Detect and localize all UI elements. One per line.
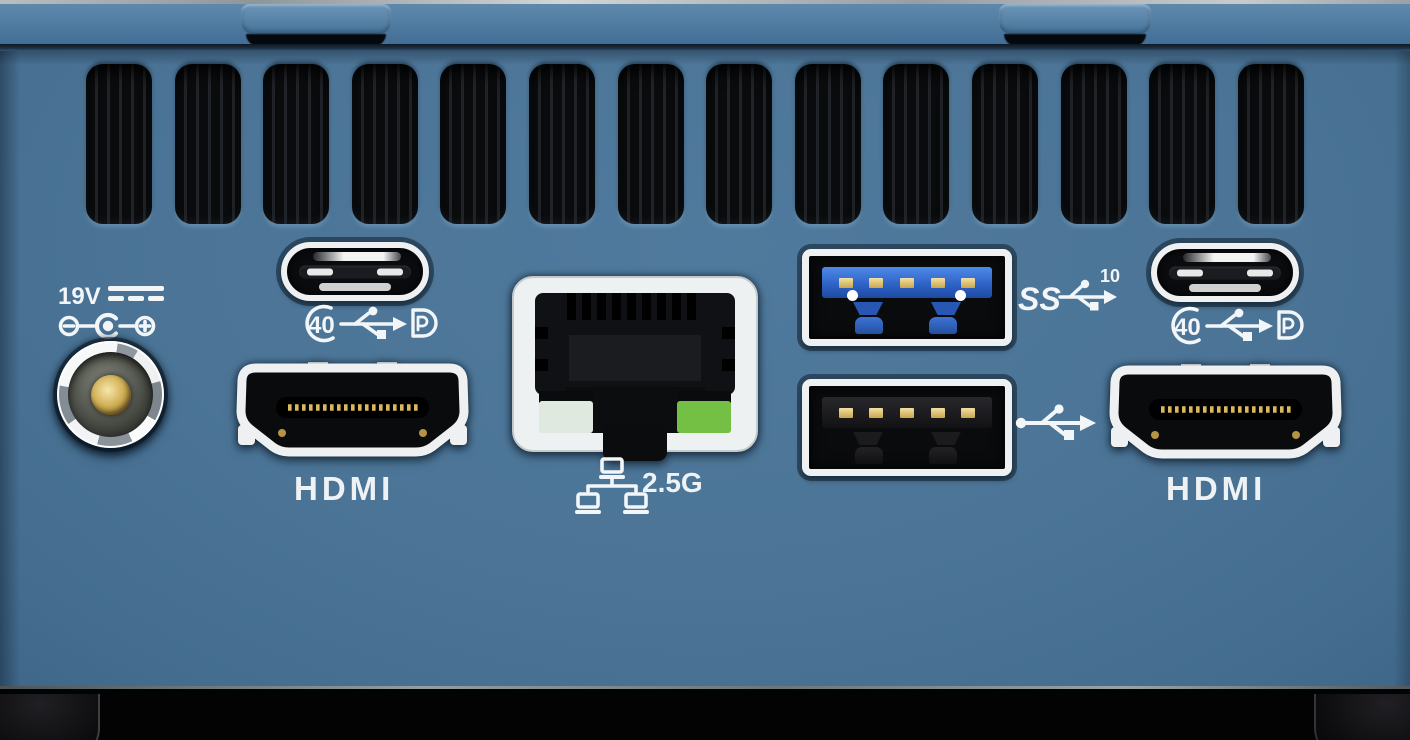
usb-a-prong: [853, 302, 883, 315]
vent-grille: [86, 64, 1304, 224]
hdmi-screw: [1292, 431, 1300, 439]
usb4-40-icon: [1171, 306, 1201, 345]
usb-contact: [899, 407, 914, 418]
usbc-contact-highlight: [1177, 269, 1203, 276]
hdmi-screw: [1151, 431, 1159, 439]
ethernet-port: [512, 276, 758, 461]
hdmi-label-right: HDMI: [1166, 470, 1267, 507]
power-voltage-label: 19V: [58, 283, 101, 310]
vent-slot: [351, 64, 418, 224]
dc-power-jack: [57, 341, 164, 448]
chassis-base: [0, 688, 1410, 740]
vent-slot: [86, 64, 152, 224]
ethernet-activity-led: [677, 401, 731, 433]
led-recess: [539, 391, 593, 403]
usb-contact: [961, 407, 976, 418]
usbc-tongue: [1169, 266, 1281, 279]
usbc-contact-highlight: [1247, 269, 1273, 276]
usb4-40-icon: [305, 304, 335, 343]
usb-ss-trident-icon: [1058, 279, 1117, 311]
power-spec-label: 19V: [58, 283, 164, 340]
usb-a-reflection: [847, 290, 858, 301]
usb-ss10-logo: SS 10: [1018, 266, 1120, 317]
ethernet-latch-slot: [603, 423, 667, 461]
vent-slot: [883, 64, 950, 224]
usb-c-port-left: [281, 242, 429, 301]
usb-contact: [961, 277, 976, 288]
usb-a-prong: [931, 302, 961, 315]
dc-symbol-icon: [108, 286, 164, 301]
ethernet-speed-label: 2.5G: [642, 467, 703, 498]
usbc-reflection: [1183, 253, 1271, 262]
dc-jack-center-pin: [90, 374, 131, 415]
superspeed-label: SS: [1018, 281, 1061, 317]
hdmi-label-left: HDMI: [294, 470, 395, 507]
superspeed-rate-label: 10: [1100, 266, 1120, 286]
vent-slot: [794, 64, 861, 224]
polarity-center-positive-icon: [58, 312, 156, 340]
usb-trident-icon: [1015, 404, 1096, 440]
ethernet-pin-comb: [567, 293, 696, 320]
usb-a-port-superspeed: [802, 249, 1012, 346]
hdmi-port-right: [1109, 364, 1342, 459]
lid-clip-left: [241, 4, 391, 34]
vent-slot: [263, 64, 330, 224]
usb-a-stud: [855, 317, 883, 334]
usb-contact: [899, 277, 914, 288]
usb-a-reflection: [955, 290, 966, 301]
displayport-icon: [411, 308, 438, 338]
vent-slot: [440, 64, 507, 224]
vent-slot: [972, 64, 1039, 224]
usb4-speed-label: 40: [1174, 314, 1201, 341]
usbc-reflection: [319, 283, 391, 291]
ethernet-link-led: [539, 401, 593, 433]
usbc-contact-highlight: [307, 268, 333, 275]
usbc-reflection: [313, 252, 401, 261]
usb-a-tongue: [822, 397, 992, 428]
lid-clip-right: [999, 4, 1151, 34]
vent-slot: [1149, 64, 1216, 224]
usb-contact: [838, 277, 853, 288]
usb-a-port-standard: [802, 379, 1012, 476]
rubber-foot-left: [0, 694, 100, 740]
vent-slot: [174, 64, 241, 224]
usb-contact: [838, 407, 853, 418]
usb4-40-displayport-logo-left: 40: [305, 304, 438, 343]
usb-a-prong: [931, 432, 961, 445]
usb-contact: [930, 407, 945, 418]
usb-trident-icon: [1205, 308, 1273, 341]
usb-contact: [930, 277, 945, 288]
chassis-top-edge: [0, 0, 1410, 4]
led-recess: [677, 391, 731, 403]
vent-slot: [1237, 64, 1304, 224]
ethernet-network-icon: [575, 457, 649, 514]
displayport-icon: [1277, 310, 1304, 340]
ethernet-side-notches: [535, 327, 735, 371]
usb-trident-icon: [339, 306, 407, 339]
hdmi-screw: [419, 429, 427, 437]
usb-a-prong: [853, 432, 883, 445]
vent-slot: [617, 64, 684, 224]
usb-a-stud: [855, 447, 883, 464]
usbc-reflection: [1189, 284, 1261, 292]
usbc-tongue: [299, 265, 411, 278]
vent-slot: [1060, 64, 1127, 224]
hdmi-port-left: [236, 362, 469, 457]
hdmi-screw: [278, 429, 286, 437]
usb4-speed-label: 40: [308, 312, 335, 339]
vent-slot: [529, 64, 596, 224]
vent-slot: [706, 64, 773, 224]
usb-a-stud: [929, 317, 957, 334]
usb-contact: [869, 277, 884, 288]
usb-contact: [869, 407, 884, 418]
chassis-base-edge: [0, 686, 1410, 689]
ethernet-inner-box: [569, 335, 701, 381]
usb-c-port-right: [1151, 243, 1299, 302]
usb-a-stud: [929, 447, 957, 464]
rubber-foot-right: [1314, 694, 1410, 740]
lid-seam: [0, 44, 1410, 51]
usbc-contact-highlight: [377, 268, 403, 275]
usb4-40-displayport-logo-right: 40: [1171, 306, 1304, 345]
chassis-lid: [0, 4, 1410, 44]
